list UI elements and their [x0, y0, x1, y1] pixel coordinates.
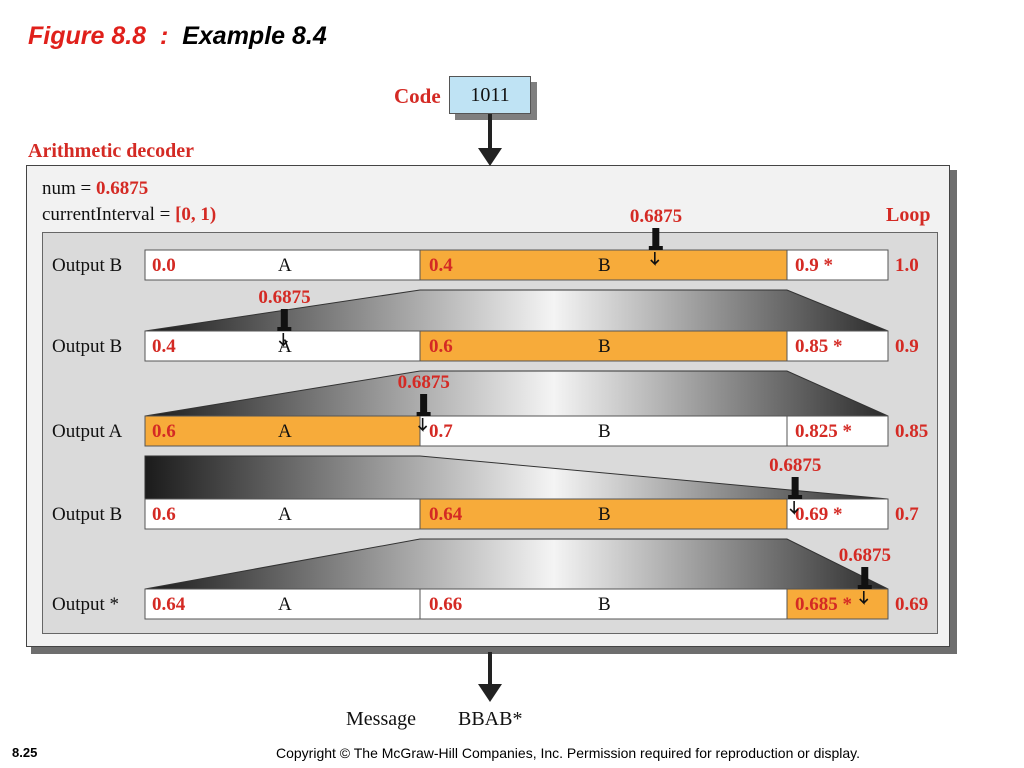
marker-pointer-base — [788, 495, 803, 499]
flow-arrows — [478, 114, 502, 702]
marker-value: 0.6875 — [398, 372, 450, 393]
num-value: 0.6875 — [96, 178, 149, 199]
row-symbol-a: A — [278, 336, 292, 357]
row-end-value: 0.69 * — [795, 504, 843, 525]
num-prefix: num = — [42, 178, 96, 199]
marker-value: 0.6875 — [769, 455, 821, 476]
row-end-value: 0.9 * — [795, 255, 833, 276]
zoom-trapezoid — [144, 289, 889, 332]
row-2-segment-b — [419, 330, 788, 362]
marker-pointer-base — [857, 585, 872, 589]
figure-label: Figure 8.8 : — [28, 22, 169, 50]
page-number: 8.25 — [12, 745, 38, 760]
row-low-value: 0.4 — [152, 336, 176, 357]
marker-hand-icon — [859, 591, 869, 605]
row-high-value: 1.0 — [895, 255, 919, 276]
row-low-value: 0.6 — [152, 504, 176, 525]
marker-value: 0.6875 — [630, 206, 682, 227]
loop-label: Loop — [886, 204, 931, 226]
row-low-value: 0.64 — [152, 594, 186, 615]
row-high-value: 0.7 — [895, 504, 919, 525]
code-box: 1011 — [449, 76, 531, 114]
row-5-segment-end — [786, 588, 889, 620]
row-symbol-b: B — [598, 336, 611, 357]
row-5-segment-b — [419, 588, 788, 620]
marker-pointer — [652, 228, 660, 250]
zoom-trapezoid — [144, 370, 889, 417]
marker-pointer — [420, 394, 428, 416]
marker-pointer-base — [416, 412, 431, 416]
row-mid-value: 0.4 — [429, 255, 453, 276]
row-symbol-a: A — [278, 421, 292, 442]
marker-value: 0.6875 — [258, 287, 310, 308]
code-label: Code — [394, 84, 441, 108]
row-symbol-a: A — [278, 594, 292, 615]
marker-pointer — [280, 309, 288, 331]
code-arrow-head — [478, 148, 502, 166]
row-output-label: Output * — [52, 594, 119, 615]
marker-hand-icon — [278, 333, 288, 347]
row-5-segment-a — [144, 588, 421, 620]
row-4-segment-end — [786, 498, 889, 530]
marker-pointer — [791, 477, 799, 499]
interval-prefix: currentInterval = — [42, 204, 176, 225]
row-mid-value: 0.7 — [429, 421, 453, 442]
marker-hand-icon — [650, 252, 660, 266]
row-high-value: 0.69 — [895, 594, 928, 615]
row-mid-value: 0.64 — [429, 504, 463, 525]
row-1-segment-b — [419, 249, 788, 281]
num-line: num = 0.6875 — [42, 178, 148, 200]
row-end-value: 0.85 * — [795, 336, 843, 357]
slide-title: Figure 8.8 : Example 8.4 — [28, 22, 327, 51]
row-3-segment-b — [419, 415, 788, 447]
message-value: BBAB* — [458, 708, 523, 730]
zoom-trapezoid — [144, 538, 889, 590]
row-output-label: Output B — [52, 336, 122, 357]
copyright-notice: Copyright © The McGraw-Hill Companies, I… — [276, 745, 861, 761]
row-1-segment-a — [144, 249, 421, 281]
row-low-value: 0.6 — [152, 421, 176, 442]
row-end-value: 0.685 * — [795, 594, 852, 615]
row-symbol-b: B — [598, 504, 611, 525]
row-high-value: 0.85 — [895, 421, 928, 442]
row-mid-value: 0.66 — [429, 594, 462, 615]
decoder-label: Arithmetic decoder — [28, 140, 195, 162]
interval-line: currentInterval = [0, 1) — [42, 204, 216, 226]
row-symbol-b: B — [598, 594, 611, 615]
marker-pointer-base — [277, 327, 292, 331]
row-output-label: Output A — [52, 421, 122, 442]
marker-pointer — [861, 567, 869, 589]
value-markers: 0.6875 0.6875 0.6875 0.6875 0.6875 — [258, 206, 891, 605]
row-3-segment-end — [786, 415, 889, 447]
row-symbol-a: A — [278, 504, 292, 525]
row-high-value: 0.9 — [895, 336, 919, 357]
message-arrow-head — [478, 684, 502, 702]
message-label: Message — [346, 708, 416, 730]
row-symbol-b: B — [598, 255, 611, 276]
marker-hand-icon — [418, 418, 428, 432]
marker-value: 0.6875 — [839, 545, 891, 566]
row-symbol-a: A — [278, 255, 292, 276]
row-mid-value: 0.6 — [429, 336, 453, 357]
row-3-segment-a — [144, 415, 421, 447]
row-symbol-b: B — [598, 421, 611, 442]
row-low-value: 0.0 — [152, 255, 176, 276]
interval-value: [0, 1) — [175, 204, 217, 225]
zoom-trapezoids — [144, 289, 889, 590]
row-output-label: Output B — [52, 255, 122, 276]
row-2-segment-end — [786, 330, 889, 362]
example-label: Example 8.4 — [182, 22, 327, 50]
marker-hand-icon — [789, 501, 799, 515]
marker-pointer-base — [648, 246, 663, 250]
row-2-segment-a — [144, 330, 421, 362]
row-4-segment-a — [144, 498, 421, 530]
row-1-segment-end — [786, 249, 889, 281]
row-output-label: Output B — [52, 504, 122, 525]
row-end-value: 0.825 * — [795, 421, 852, 442]
